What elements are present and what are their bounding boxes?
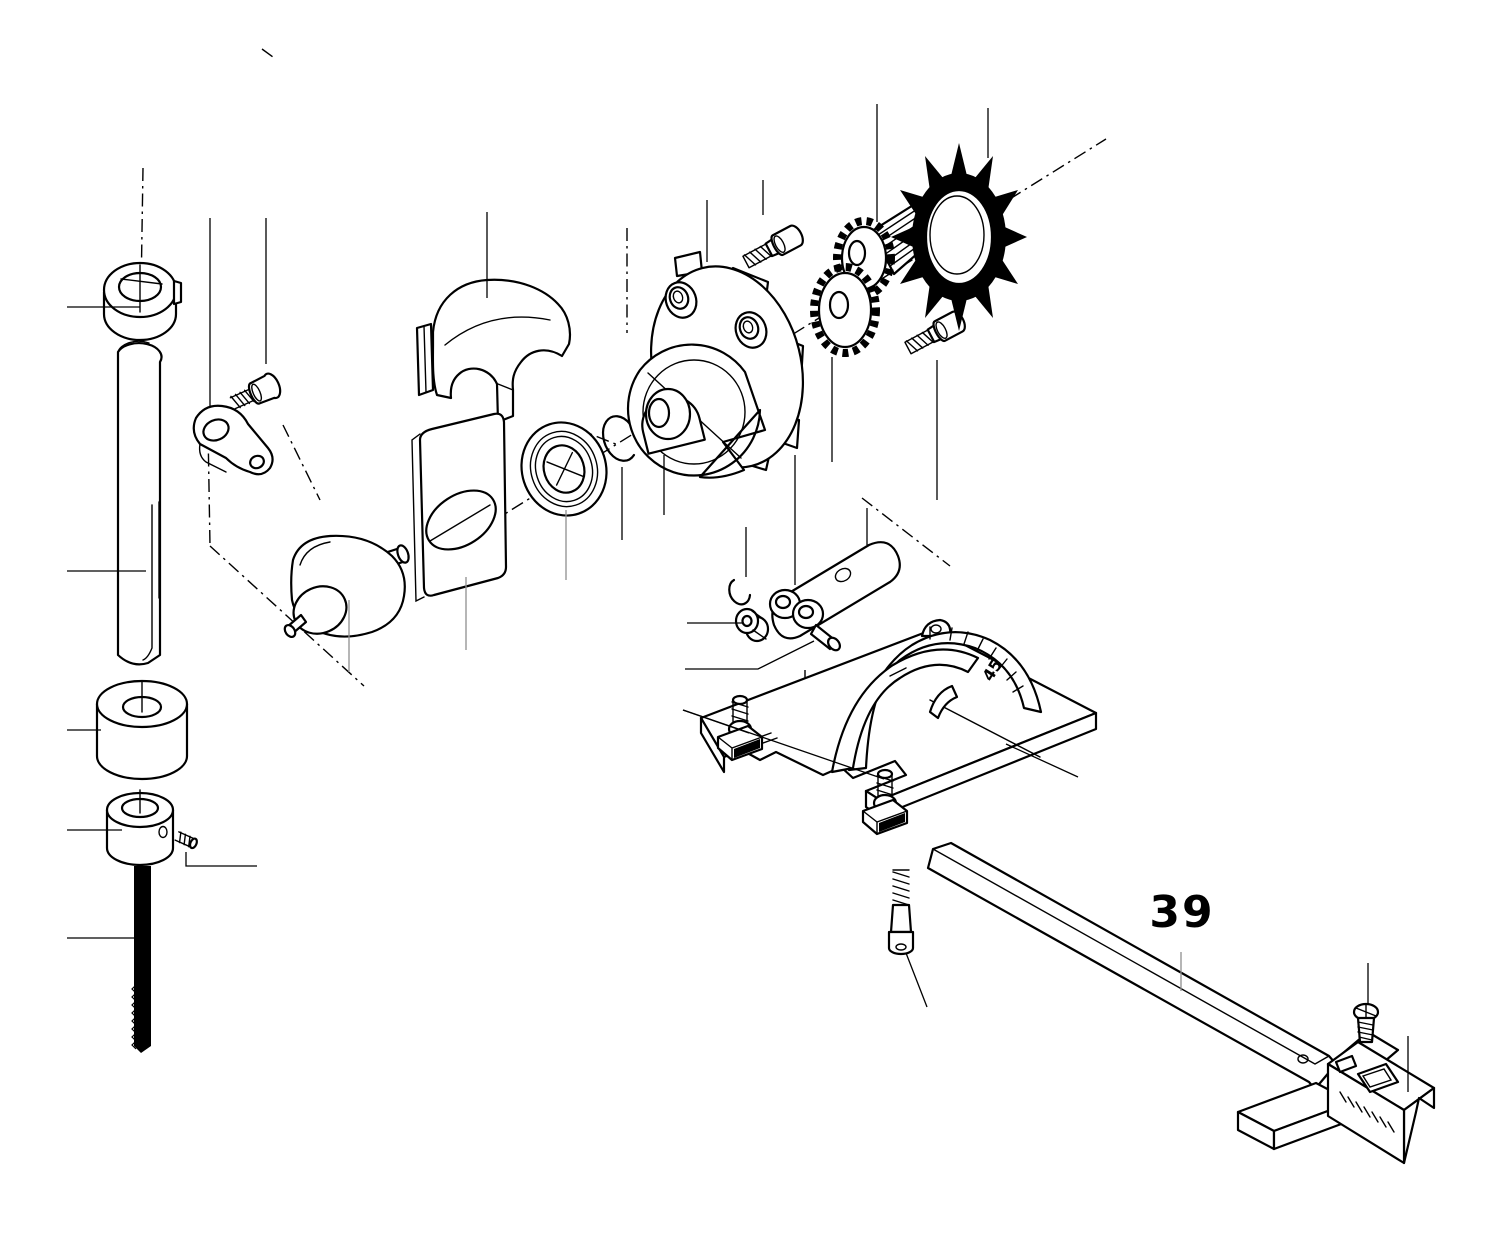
rip-fence-bar (926, 841, 1338, 1091)
set-screw (174, 831, 198, 850)
leader-quadrant (1005, 743, 1079, 778)
retaining-ring-small (728, 578, 752, 606)
counterweight (283, 534, 410, 639)
leader-set-screw (185, 852, 257, 867)
housing-upper-half (415, 278, 572, 424)
axis-tick-top (261, 48, 274, 58)
retaining-ring-bearing (601, 415, 636, 462)
base-screw (887, 869, 915, 956)
plunger-shaft (116, 340, 163, 666)
cylinder-projection-line (861, 497, 951, 567)
leader-tnut-screw-2 (682, 709, 885, 780)
washers (734, 607, 770, 643)
roller-holder-cylinder (768, 541, 901, 652)
projection-segment-link (282, 424, 321, 501)
rip-fence-block (1236, 1030, 1436, 1165)
quadrant-tick-marks (929, 626, 1024, 693)
cap-screw-upper (742, 224, 804, 269)
part-number-39: 39 (1149, 887, 1214, 938)
leader-base-screw (905, 952, 928, 1008)
backing-plate (411, 412, 508, 603)
saw-blade (131, 866, 151, 1053)
fence-screw (1352, 1002, 1380, 1044)
link-arm (192, 404, 274, 476)
blade-teeth (131, 984, 137, 1050)
idler-gear (810, 263, 880, 357)
fan-impeller (891, 143, 1027, 331)
projection-box-bottom (209, 545, 365, 687)
gearbox-housing (626, 250, 805, 479)
guide-bushing (95, 679, 189, 781)
link-screw (229, 372, 282, 410)
leader-pin (685, 640, 815, 670)
leader-lines (67, 104, 1409, 1092)
slotted-collar-top (102, 261, 183, 342)
tnut-screw-rear (861, 768, 909, 836)
blade-collar-with-set-screw (105, 789, 198, 867)
ball-bearing (520, 421, 608, 517)
